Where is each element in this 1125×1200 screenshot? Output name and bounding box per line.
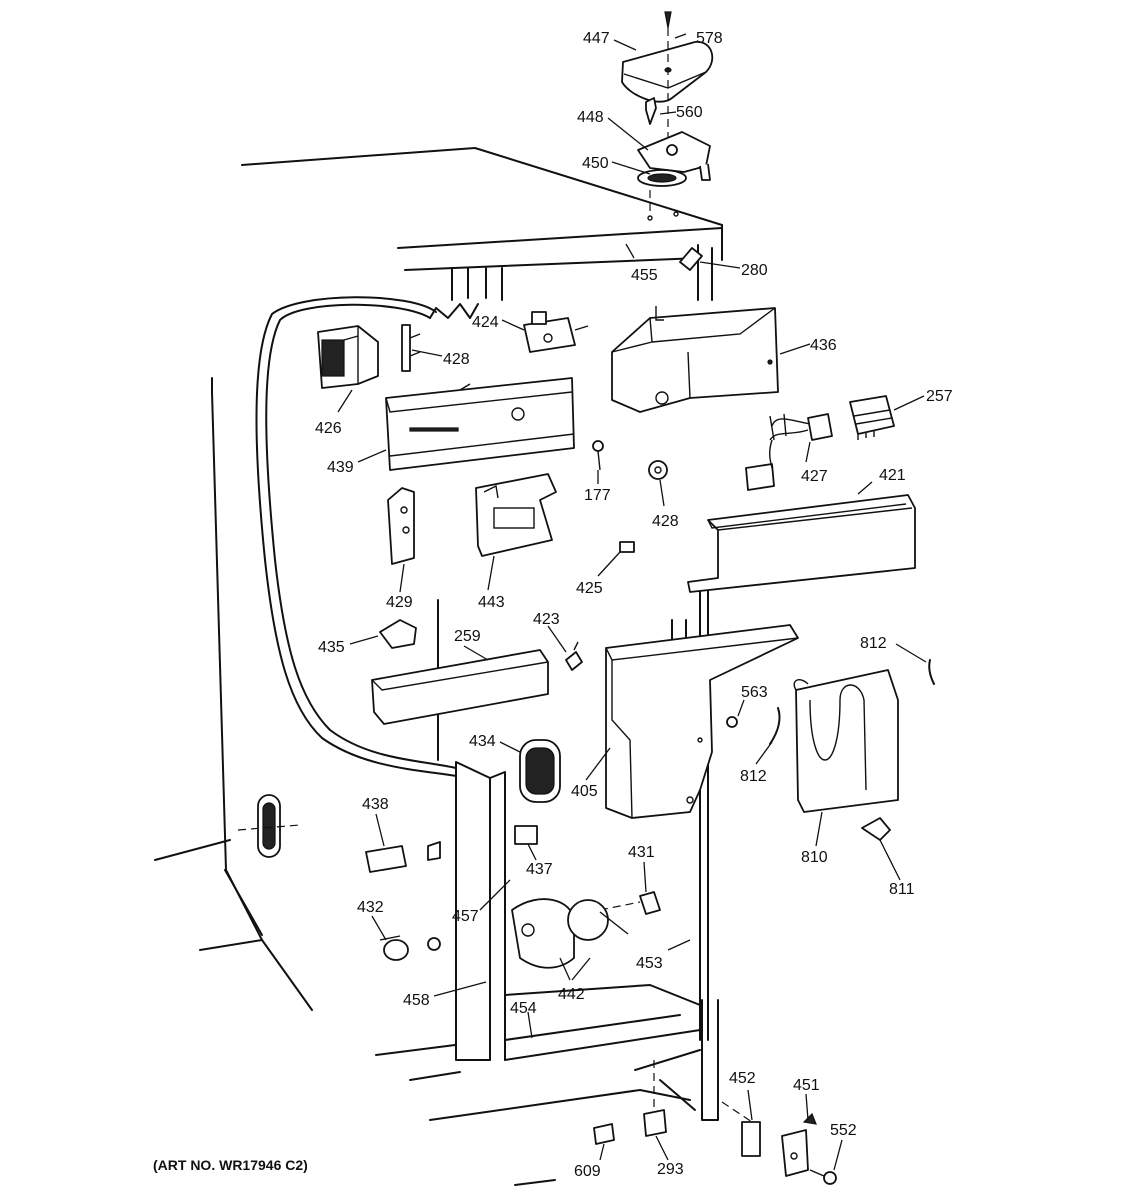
part-810-shape [793, 669, 899, 813]
part-280-shape [679, 247, 703, 271]
label-428-top: 428 [443, 351, 470, 368]
label-436: 436 [810, 337, 837, 354]
label-442: 442 [558, 986, 585, 1003]
part-431-shape [599, 891, 661, 915]
label-450: 450 [582, 155, 609, 172]
part-442-shape [511, 898, 629, 969]
part-609-shape [593, 1123, 615, 1145]
part-405-shape [605, 624, 799, 819]
label-447: 447 [583, 30, 610, 47]
part-177-shape [592, 440, 604, 471]
label-429: 429 [386, 594, 413, 611]
part-421-shape [687, 494, 916, 593]
part-435-shape [379, 619, 417, 649]
part-429-shape [387, 487, 415, 565]
label-563: 563 [741, 684, 768, 701]
part-452-shape [721, 1101, 761, 1157]
part-439-shape [385, 377, 575, 471]
label-405: 405 [571, 783, 598, 800]
cabinet-frame [154, 147, 723, 1186]
label-448: 448 [577, 109, 604, 126]
label-451: 451 [793, 1077, 820, 1094]
label-609: 609 [574, 1163, 601, 1180]
label-453: 453 [636, 955, 663, 972]
label-810: 810 [801, 849, 828, 866]
label-435: 435 [318, 639, 345, 656]
label-280: 280 [741, 262, 768, 279]
label-421: 421 [879, 467, 906, 484]
part-436-shape [611, 306, 779, 413]
label-812-top: 812 [860, 635, 887, 652]
label-428-gear: 428 [652, 513, 679, 530]
part-257-shape [849, 395, 895, 440]
part-293-shape [643, 1060, 667, 1137]
label-293: 293 [657, 1161, 684, 1178]
part-438-shape [365, 841, 441, 873]
label-439: 439 [327, 459, 354, 476]
part-428-top-shape [401, 324, 421, 372]
part-259-shape [371, 649, 549, 725]
label-438: 438 [362, 796, 389, 813]
label-425: 425 [576, 580, 603, 597]
part-424-shape [523, 311, 589, 353]
label-427: 427 [801, 468, 828, 485]
part-443-shape [475, 473, 557, 557]
label-560: 560 [676, 104, 703, 121]
label-432: 432 [357, 899, 384, 916]
label-452: 452 [729, 1070, 756, 1087]
label-423: 423 [533, 611, 560, 628]
art-number: (ART NO. WR17946 C2) [153, 1157, 308, 1173]
side-opening [237, 794, 301, 858]
label-812-bottom: 812 [740, 768, 767, 785]
wire-harness [255, 296, 479, 777]
label-257: 257 [926, 388, 953, 405]
part-426-shape [317, 325, 379, 389]
label-431: 431 [628, 844, 655, 861]
part-428-gear-shape [648, 460, 668, 480]
part-812-right-shape [928, 659, 935, 685]
part-563-shape [726, 716, 738, 728]
label-434: 434 [469, 733, 496, 750]
part-812-left-shape [769, 707, 781, 745]
part-number-labels: 578 447 560 448 450 455 280 424 428 426 … [153, 30, 953, 1180]
part-811-shape [861, 817, 891, 841]
label-458: 458 [403, 992, 430, 1009]
label-424: 424 [472, 314, 499, 331]
label-177: 177 [584, 487, 611, 504]
part-432-shape [379, 935, 441, 961]
label-552: 552 [830, 1122, 857, 1139]
part-423-shape [565, 641, 583, 671]
label-259: 259 [454, 628, 481, 645]
label-437: 437 [526, 861, 553, 878]
label-443: 443 [478, 594, 505, 611]
part-434-shape [519, 739, 561, 803]
label-457: 457 [452, 908, 479, 925]
label-454: 454 [510, 1000, 537, 1017]
part-552-shape [809, 1169, 837, 1185]
label-455: 455 [631, 267, 658, 284]
part-451-shape [781, 1112, 817, 1177]
label-426: 426 [315, 420, 342, 437]
part-437-shape [514, 825, 538, 845]
part-425-shape [619, 541, 635, 553]
label-811: 811 [889, 881, 915, 898]
part-427-shape [745, 413, 833, 491]
leader-lines [337, 33, 927, 1171]
label-578: 578 [696, 30, 723, 47]
top-hinge-assembly [621, 11, 714, 221]
